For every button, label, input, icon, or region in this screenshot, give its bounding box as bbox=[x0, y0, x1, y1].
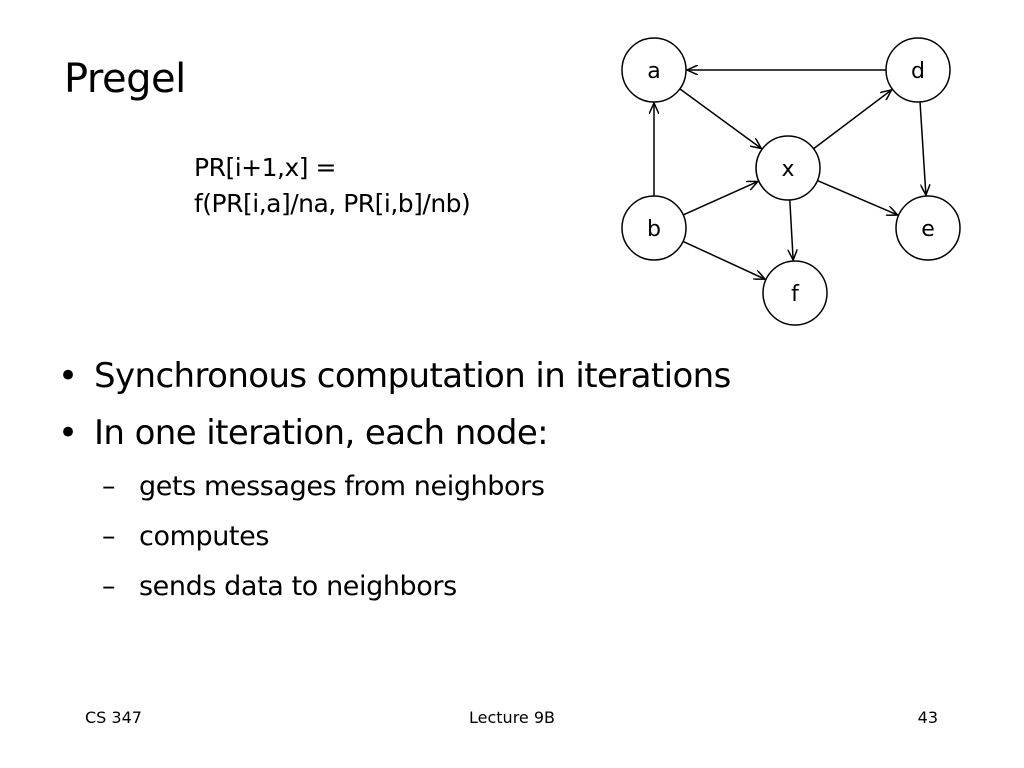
bullet-list: • Synchronous computation in iterations … bbox=[54, 348, 731, 612]
graph-edges bbox=[654, 70, 926, 279]
sub-bullet-item: – computes bbox=[94, 512, 731, 562]
graph-node-a-label: a bbox=[647, 59, 660, 84]
formula-line-1: PR[i+1,x] = bbox=[194, 153, 336, 182]
pagerank-formula: PR[i+1,x] = f(PR[i,a]/na, PR[i,b]/nb) bbox=[194, 150, 471, 222]
sub-bullet-marker: – bbox=[102, 471, 116, 502]
sub-bullet-text: computes bbox=[139, 521, 269, 552]
bullet-text: In one iteration, each node: bbox=[94, 413, 549, 453]
sub-bullet-marker: – bbox=[102, 521, 116, 552]
bullet-item: • In one iteration, each node: – gets me… bbox=[54, 405, 731, 612]
graph-edge-d-to-e bbox=[919, 101, 926, 195]
graph-edge-x-to-d bbox=[813, 90, 892, 150]
graph-node-b: b bbox=[621, 195, 687, 261]
bullet-marker: • bbox=[58, 356, 78, 396]
graph-node-e: e bbox=[895, 195, 961, 261]
graph-node-x-label: x bbox=[781, 157, 794, 182]
sub-bullet-list: – gets messages from neighbors – compute… bbox=[94, 462, 731, 612]
graph-edge-b-to-f bbox=[682, 240, 765, 279]
graph-edge-b-to-x bbox=[682, 181, 758, 216]
graph-node-f: f bbox=[762, 260, 828, 326]
sub-bullet-text: sends data to neighbors bbox=[139, 571, 457, 602]
graph-node-d: d bbox=[885, 37, 951, 103]
graph-edge-a-to-x bbox=[679, 88, 762, 149]
graph-node-a: a bbox=[621, 37, 687, 103]
footer-page-number: 43 bbox=[917, 708, 938, 727]
graph-node-f-label: f bbox=[791, 282, 800, 307]
graph-node-d-label: d bbox=[911, 59, 925, 84]
graph-edge-x-to-e bbox=[817, 179, 897, 215]
sub-bullet-text: gets messages from neighbors bbox=[139, 471, 545, 502]
graph-node-e-label: e bbox=[921, 217, 935, 242]
sub-bullet-marker: – bbox=[102, 571, 116, 602]
slide-title: Pregel bbox=[64, 56, 186, 102]
graph-node-x: x bbox=[755, 135, 821, 201]
formula-line-2: f(PR[i,a]/na, PR[i,b]/nb) bbox=[194, 189, 471, 218]
graph-diagram: a d x b e f bbox=[621, 37, 961, 326]
sub-bullet-item: – sends data to neighbors bbox=[94, 562, 731, 612]
bullet-text: Synchronous computation in iterations bbox=[94, 356, 731, 396]
bullet-marker: • bbox=[58, 413, 78, 453]
graph-node-b-label: b bbox=[647, 217, 661, 242]
footer-lecture: Lecture 9B bbox=[469, 708, 555, 727]
footer-course: CS 347 bbox=[85, 708, 142, 727]
sub-bullet-item: – gets messages from neighbors bbox=[94, 462, 731, 512]
graph-edge-x-to-f bbox=[790, 199, 793, 260]
bullet-item: • Synchronous computation in iterations bbox=[54, 348, 731, 405]
